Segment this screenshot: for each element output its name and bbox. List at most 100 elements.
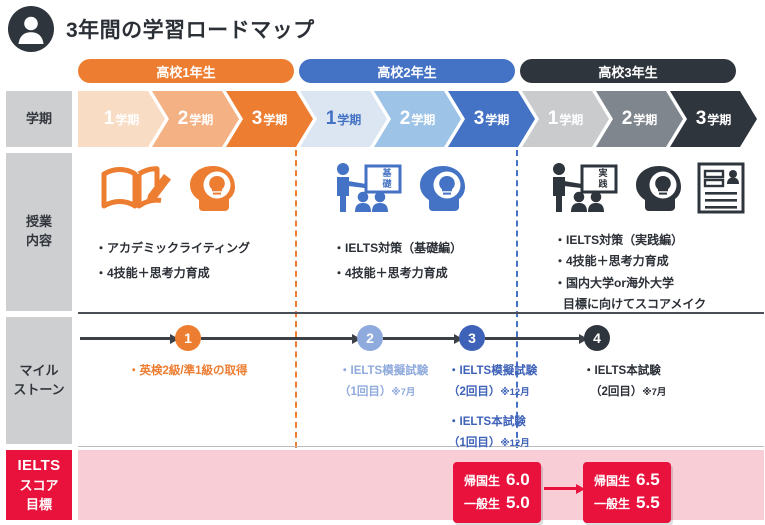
milestone-text-2: ・IELTS模擬試験 （1回目）※7月 xyxy=(339,361,428,404)
year-bar-1: 高校1年生 xyxy=(78,59,294,83)
content-bullets-year1: ・アカデミックライティング ・4技能＋思考力育成 xyxy=(95,236,250,285)
row-label-content-line1: 授業 xyxy=(25,214,52,230)
milestone-text-2-note1: ※7月 xyxy=(391,387,416,399)
svg-text:践: 践 xyxy=(598,178,607,189)
score-box-1-label-0: 帰国生 xyxy=(464,474,501,488)
person-avatar-icon xyxy=(8,6,54,52)
content-bullet-y1-0: ・アカデミックライティング xyxy=(95,241,251,255)
score-box-2-value-1: 5.5 xyxy=(636,492,660,512)
page-title: 3年間の学習ロードマップ xyxy=(66,19,315,42)
milestone-text-2-line0: ・IELTS模擬試験 xyxy=(339,365,429,377)
semester-chevron-9: 3 学期 xyxy=(670,91,757,147)
semester-chevron-3-unit: 学期 xyxy=(263,112,288,127)
semester-chevron-3: 3 学期 xyxy=(226,91,313,147)
score-box-2-label-0: 帰国生 xyxy=(594,474,631,488)
timeline-arrowhead-2 xyxy=(352,334,361,344)
milestone-circle-3-num: 3 xyxy=(468,330,476,346)
semester-chevron-1: 1 学期 xyxy=(78,91,165,147)
year-bar-3-label: 高校3年生 xyxy=(598,64,658,80)
milestone-text-1-line0: ・英検2級/準1級の取得 xyxy=(128,365,248,377)
semester-chevron-6: 3 学期 xyxy=(448,91,535,147)
separator-content-milestone xyxy=(78,312,764,314)
row-label-semester: 学期 xyxy=(6,91,72,147)
content-bullet-y2-0: ・IELTS対策（基礎編） xyxy=(333,241,463,255)
score-box-1-value-1: 5.0 xyxy=(506,492,530,512)
timeline-arrowhead-1 xyxy=(170,334,179,344)
teacher-whiteboard-icon: 基 礎 xyxy=(330,162,404,219)
timeline-segment-3 xyxy=(383,337,463,340)
semester-chevron-9-num: 3 xyxy=(695,108,707,129)
timeline-segment-1 xyxy=(80,337,180,340)
milestone-text-3-line3: （1回目） xyxy=(448,436,501,449)
row-label-content-line2: 内容 xyxy=(25,233,52,248)
content-bullet-y3-0: ・IELTS対策（実践編） xyxy=(554,233,684,247)
timeline-arrowhead-3 xyxy=(454,334,463,344)
year-bar-1-label: 高校1年生 xyxy=(156,64,216,80)
head-lightbulb-icon xyxy=(186,162,238,219)
content-bullet-y3-1: ・4技能＋思考力育成 xyxy=(554,254,669,269)
semester-chevron-4-num: 1 xyxy=(325,108,337,129)
svg-text:実: 実 xyxy=(598,167,607,178)
semester-chevron-3-num: 3 xyxy=(251,108,263,129)
semester-chevron-2: 2 学期 xyxy=(152,91,239,147)
score-progress-arrowhead xyxy=(576,484,585,494)
row-label-milestone-line1: マイル xyxy=(19,362,59,378)
milestone-circle-2-num: 2 xyxy=(366,330,374,346)
document-profile-icon xyxy=(696,162,746,219)
content-icons-year1 xyxy=(100,162,238,219)
score-box-2-row-0: 帰国生 6.5 xyxy=(594,469,660,492)
semester-chevron-2-num: 2 xyxy=(177,108,189,129)
milestone-text-3-note1: ※12月 xyxy=(500,387,530,399)
milestone-text-3-line2: ・IELTS本試験 xyxy=(448,415,526,428)
head-lightbulb-icon xyxy=(416,162,468,219)
year-bar-3: 高校3年生 xyxy=(520,59,736,83)
score-box-1-value-0: 6.0 xyxy=(506,470,530,489)
row-label-semester-text: 学期 xyxy=(25,110,52,126)
content-bullets-year3: ・IELTS対策（実践編） ・4技能＋思考力育成 ・国内大学or海外大学 目標に… xyxy=(554,230,706,315)
milestone-circle-4-num: 4 xyxy=(593,330,601,346)
milestone-text-3: ・IELTS模擬試験 （2回目）※12月 ・IELTS本試験 （1回目）※12月 xyxy=(448,361,537,454)
open-book-pencil-icon xyxy=(100,162,174,219)
milestone-text-1: ・英検2級/準1級の取得 xyxy=(128,361,248,382)
milestone-text-3-note3: ※12月 xyxy=(500,437,530,449)
svg-text:基: 基 xyxy=(381,167,392,178)
timeline-segment-2 xyxy=(201,337,361,340)
row-label-milestone-line2: ストーン xyxy=(13,381,65,397)
score-box-2-value-0: 6.5 xyxy=(636,470,660,489)
milestone-circle-4: 4 xyxy=(584,325,610,351)
semester-chevron-7-unit: 学期 xyxy=(559,112,584,127)
score-box-1: 帰国生 6.0 一般生 5.0 xyxy=(453,462,541,523)
timeline-segment-4 xyxy=(485,337,588,340)
row-label-milestone: マイル ストーン xyxy=(6,317,72,444)
page-header: 3年間の学習ロードマップ xyxy=(8,6,315,52)
semester-chevron-4-unit: 学期 xyxy=(337,112,362,127)
semester-chevron-4: 1 学期 xyxy=(300,91,387,147)
content-bullet-y3-2: ・国内大学or海外大学 xyxy=(554,275,675,290)
semester-chevron-7: 1 学期 xyxy=(522,91,609,147)
content-bullet-y3-3: 目標に向けてスコアメイク xyxy=(563,297,707,312)
score-box-2-row-1: 一般生 5.5 xyxy=(594,492,660,515)
head-lightbulb-icon xyxy=(632,162,684,219)
row-label-score-line3: 目標 xyxy=(25,496,52,512)
milestone-text-3-line1: （2回目） xyxy=(448,386,501,399)
semester-chevron-6-num: 3 xyxy=(473,108,485,129)
content-icons-year3: 実 践 xyxy=(546,162,746,219)
milestone-circle-1-num: 1 xyxy=(184,330,192,346)
score-box-1-row-0: 帰国生 6.0 xyxy=(464,469,530,492)
separator-milestone-score xyxy=(78,446,764,447)
content-icons-year2: 基 礎 xyxy=(330,162,468,219)
milestone-text-4-line1: （2回目） xyxy=(590,386,643,399)
milestone-text-4-line0: ・IELTS本試験 xyxy=(583,365,661,377)
semester-chevron-5-unit: 学期 xyxy=(411,112,436,127)
row-label-score: IELTS スコア 目標 xyxy=(6,450,72,520)
milestone-text-2-line1: （1回目） xyxy=(339,386,392,399)
timeline-arrowhead-4 xyxy=(579,334,588,344)
semester-chevron-5: 2 学期 xyxy=(374,91,461,147)
score-box-1-row-1: 一般生 5.0 xyxy=(464,492,530,515)
milestone-text-3-line0: ・IELTS模擬試験 xyxy=(448,365,538,377)
svg-text:礎: 礎 xyxy=(381,178,392,189)
semester-chevron-2-unit: 学期 xyxy=(189,112,214,127)
semester-chevron-7-num: 1 xyxy=(547,108,559,129)
semester-chevron-8: 2 学期 xyxy=(596,91,683,147)
